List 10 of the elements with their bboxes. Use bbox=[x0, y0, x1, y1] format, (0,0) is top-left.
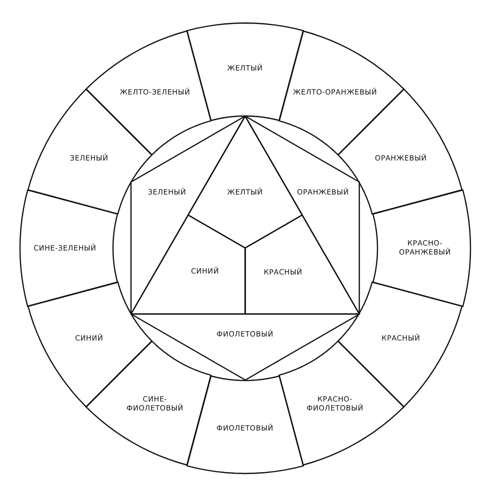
ring-segment bbox=[279, 341, 404, 466]
inner-segment bbox=[245, 215, 360, 314]
ring-segment bbox=[20, 190, 118, 306]
ring-segment bbox=[372, 190, 470, 306]
inner-segment bbox=[130, 215, 245, 314]
ring-segment bbox=[86, 30, 211, 155]
inner-segment bbox=[130, 314, 360, 380]
ring-segment bbox=[86, 341, 211, 466]
ring-segment bbox=[279, 30, 404, 155]
ring-segment bbox=[186, 376, 304, 473]
